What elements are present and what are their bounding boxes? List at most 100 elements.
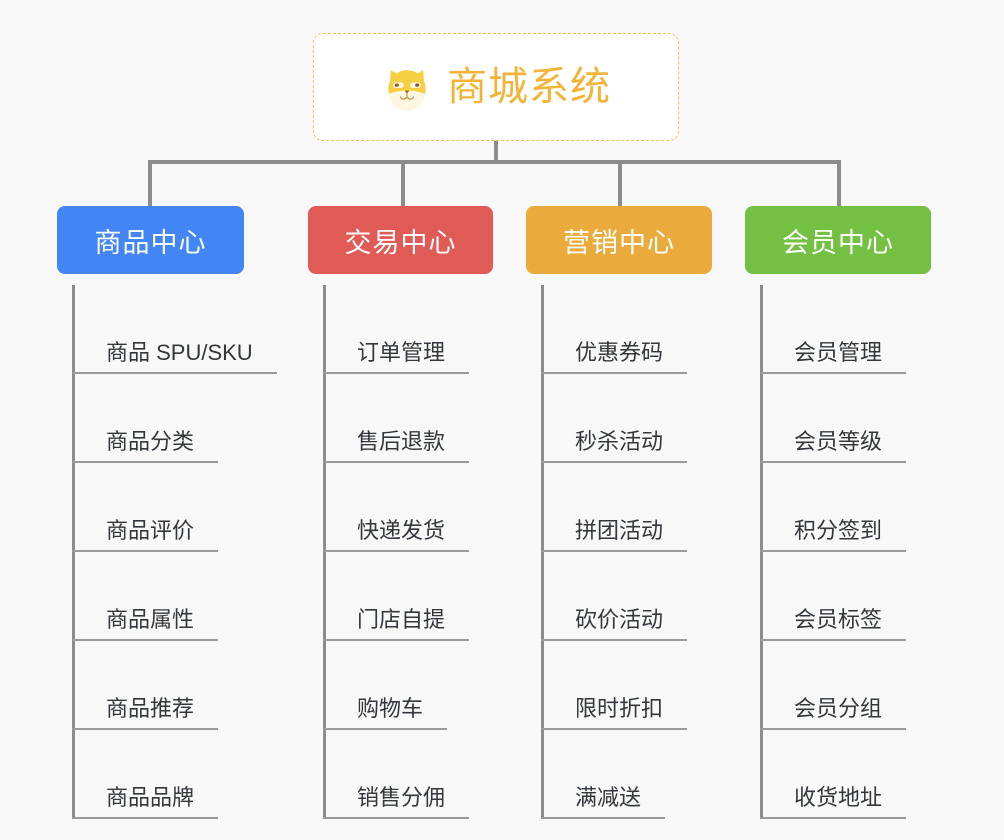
leaf-item-underline [760,728,794,730]
leaf-item[interactable]: 限时折扣 [541,641,688,730]
connector-drop-trade [401,160,405,207]
leaf-item-label: 会员分组 [760,698,907,730]
leaf-item-underline [323,550,357,552]
leaf-item[interactable]: 商品评价 [72,463,277,552]
leaf-column-marketing-center: 优惠券码秒杀活动拼团活动砍价活动限时折扣满减送 [541,285,688,819]
leaf-item-label: 秒杀活动 [541,431,688,463]
leaf-item-label: 商品评价 [72,520,219,552]
root-title: 商城系统 [447,65,611,109]
leaf-item-underline [760,461,794,463]
leaf-item-label: 砍价活动 [541,609,688,641]
leaf-item-label: 商品推荐 [72,698,219,730]
leaf-item[interactable]: 会员标签 [760,552,907,641]
connector-bus [148,160,841,164]
leaf-item-label: 快递发货 [323,520,470,552]
leaf-item-underline [760,639,794,641]
connector-drop-member [837,160,841,207]
leaf-spine-trade-center [323,285,326,819]
category-box-trade-center[interactable]: 交易中心 [308,206,493,274]
leaf-item[interactable]: 会员等级 [760,374,907,463]
leaf-item-label: 商品属性 [72,609,219,641]
leaf-list-member-center: 会员管理会员等级积分签到会员标签会员分组收货地址 [760,285,907,819]
leaf-item[interactable]: 砍价活动 [541,552,688,641]
leaf-column-product-center: 商品 SPU/SKU 商品分类商品评价商品属性商品推荐商品品牌 [72,285,277,819]
leaf-item[interactable]: 商品 SPU/SKU [72,285,277,374]
leaf-item[interactable]: 订单管理 [323,285,470,374]
leaf-item-underline [760,550,794,552]
leaf-item-label: 商品分类 [72,431,219,463]
leaf-item[interactable]: 门店自提 [323,552,470,641]
leaf-item[interactable]: 快递发货 [323,463,470,552]
leaf-column-member-center: 会员管理会员等级积分签到会员标签会员分组收货地址 [760,285,907,819]
leaf-item-label: 满减送 [541,787,666,819]
leaf-item-label: 拼团活动 [541,520,688,552]
leaf-item-underline [541,461,575,463]
leaf-item[interactable]: 优惠券码 [541,285,688,374]
leaf-item-label: 订单管理 [323,342,470,374]
shiba-dog-face-icon [381,62,433,114]
leaf-spine-marketing-center [541,285,544,819]
leaf-item[interactable]: 秒杀活动 [541,374,688,463]
leaf-item[interactable]: 积分签到 [760,463,907,552]
leaf-list-product-center: 商品 SPU/SKU 商品分类商品评价商品属性商品推荐商品品牌 [72,285,277,819]
leaf-item-label: 限时折扣 [541,698,688,730]
leaf-item[interactable]: 收货地址 [760,730,907,819]
leaf-item-underline [72,372,106,374]
leaf-item[interactable]: 销售分佣 [323,730,470,819]
leaf-item-underline [541,550,575,552]
leaf-item-label: 商品品牌 [72,787,219,819]
leaf-item-underline [72,550,106,552]
leaf-item-underline [323,728,357,730]
leaf-column-trade-center: 订单管理售后退款快递发货门店自提购物车销售分佣 [323,285,470,819]
leaf-item-underline [760,372,794,374]
leaf-item-underline [760,817,794,819]
leaf-item-underline [323,639,357,641]
leaf-item-label: 收货地址 [760,787,907,819]
leaf-item[interactable]: 拼团活动 [541,463,688,552]
leaf-spine-member-center [760,285,763,819]
leaf-item-underline [541,817,575,819]
category-title-product-center: 商品中心 [94,227,207,258]
category-title-member-center: 会员中心 [782,227,894,258]
leaf-list-marketing-center: 优惠券码秒杀活动拼团活动砍价活动限时折扣满减送 [541,285,688,819]
leaf-item-label: 优惠券码 [541,342,688,374]
root-node-card[interactable]: 商城系统 [313,33,679,141]
leaf-list-trade-center: 订单管理售后退款快递发货门店自提购物车销售分佣 [323,285,470,819]
leaf-item[interactable]: 商品品牌 [72,730,277,819]
connector-root-stem [494,141,498,162]
leaf-item-label: 售后退款 [323,431,470,463]
leaf-item-label: 会员标签 [760,609,907,641]
category-box-member-center[interactable]: 会员中心 [745,206,931,274]
leaf-item-label: 销售分佣 [323,787,470,819]
leaf-item[interactable]: 商品推荐 [72,641,277,730]
leaf-spine-product-center [72,285,75,819]
leaf-item-label: 商品 SPU/SKU [72,342,277,374]
leaf-item[interactable]: 会员管理 [760,285,907,374]
category-box-marketing-center[interactable]: 营销中心 [526,206,712,274]
leaf-item-underline [72,461,106,463]
category-box-product-center[interactable]: 商品中心 [57,206,244,274]
leaf-item-label: 购物车 [323,698,448,730]
leaf-item-underline [323,372,357,374]
leaf-item-label: 会员管理 [760,342,907,374]
leaf-item-underline [541,728,575,730]
leaf-item-underline [72,639,106,641]
leaf-item-label: 会员等级 [760,431,907,463]
leaf-item-label: 积分签到 [760,520,907,552]
leaf-item-underline [541,372,575,374]
leaf-item[interactable]: 商品分类 [72,374,277,463]
category-title-marketing-center: 营销中心 [563,227,675,258]
leaf-item[interactable]: 售后退款 [323,374,470,463]
leaf-item[interactable]: 满减送 [541,730,687,819]
leaf-item-underline [323,461,357,463]
leaf-item[interactable]: 会员分组 [760,641,907,730]
leaf-item-underline [72,817,106,819]
leaf-item-underline [72,728,106,730]
connector-drop-marketing [618,160,622,207]
connector-drop-product [148,160,152,207]
leaf-item-underline [541,639,575,641]
leaf-item[interactable]: 商品属性 [72,552,277,641]
leaf-item[interactable]: 购物车 [323,641,469,730]
leaf-item-underline [323,817,357,819]
